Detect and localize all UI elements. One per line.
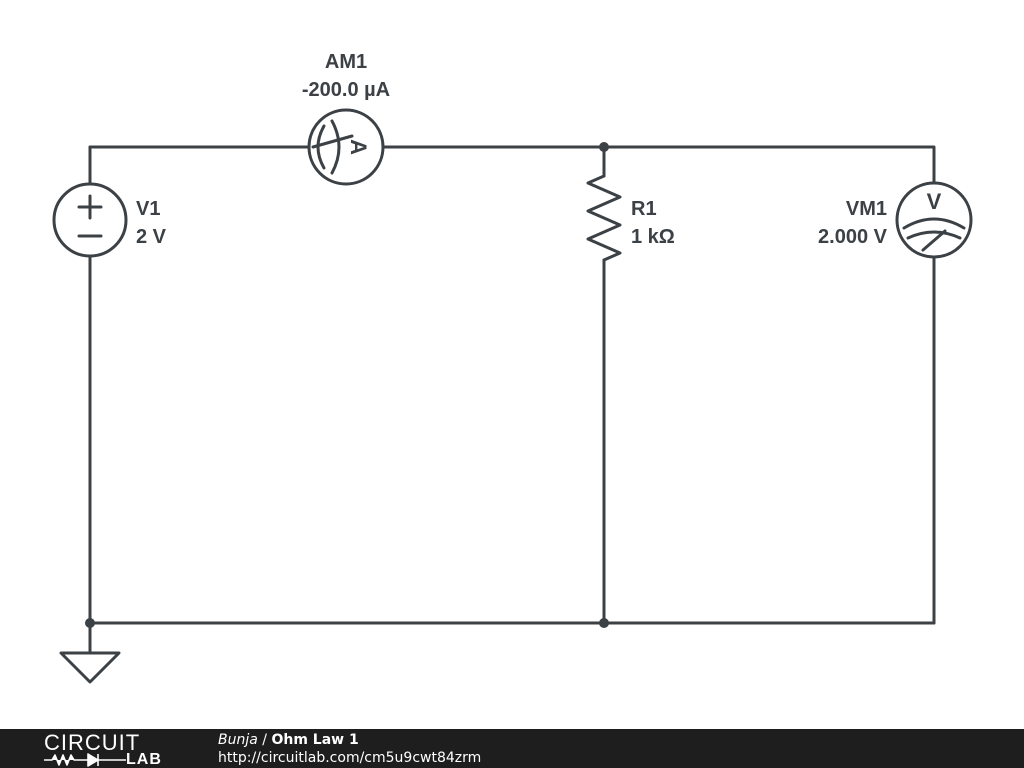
- logo-wordmark-top: CIRCUIT: [44, 730, 141, 755]
- footer-bar: CIRCUIT LAB Bunja / Ohm Law 1 http://cir…: [0, 729, 1024, 768]
- title-separator: /: [257, 732, 272, 748]
- circuitlab-logo[interactable]: CIRCUIT LAB: [44, 730, 174, 768]
- am1-value-label: -200.0 µA: [302, 79, 390, 101]
- footer-title: Bunja / Ohm Law 1: [218, 732, 359, 748]
- junction-node-bottom-mid: [599, 618, 609, 628]
- circuit-schematic: V1 2 V A AM1 -200.0 µA R1 1 kΩ V VM1: [52, 51, 973, 684]
- junction-node-bottom-left: [85, 618, 95, 628]
- voltmeter-letter: V: [927, 189, 942, 214]
- am1-name-label: AM1: [325, 51, 367, 73]
- ammeter-am1[interactable]: A AM1 -200.0 µA: [302, 51, 390, 186]
- logo-wordmark-bottom: LAB: [126, 751, 162, 768]
- r1-name-label: R1: [631, 198, 657, 220]
- resistor-zigzag-icon: [586, 174, 622, 262]
- logo-circuit-symbol-icon: [44, 753, 126, 767]
- v1-value-label: 2 V: [136, 226, 167, 248]
- ammeter-scale-arc-outer: [330, 119, 341, 175]
- ground-icon[interactable]: [59, 651, 121, 684]
- wire-node-to-voltmeter[interactable]: [602, 145, 936, 184]
- voltmeter-vm1[interactable]: V VM1 2.000 V: [818, 181, 973, 259]
- voltage-source-v1[interactable]: V1 2 V: [52, 182, 167, 258]
- wires: [88, 145, 936, 654]
- voltmeter-needle-icon: [921, 229, 947, 252]
- voltage-source-circle: [52, 182, 128, 258]
- voltmeter-scale-arc-lower: [906, 230, 962, 240]
- ammeter-letter: A: [346, 139, 371, 155]
- author-link[interactable]: Bunja: [218, 732, 258, 748]
- r1-value-label: 1 kΩ: [631, 226, 675, 248]
- resistor-r1[interactable]: R1 1 kΩ: [586, 174, 675, 262]
- ammeter-circle: [307, 108, 385, 186]
- v1-name-label: V1: [136, 198, 160, 220]
- voltmeter-scale-arc-upper: [902, 217, 966, 230]
- vm1-name-label: VM1: [846, 198, 887, 220]
- plus-sign-icon: [77, 194, 103, 220]
- ammeter-needle-icon: [311, 134, 354, 149]
- junction-node-top: [599, 142, 609, 152]
- project-title: Ohm Law 1: [271, 732, 359, 748]
- vm1-value-label: 2.000 V: [818, 226, 888, 248]
- circuit-url-link[interactable]: http://circuitlab.com/cm5u9cwt84zrm: [218, 750, 482, 766]
